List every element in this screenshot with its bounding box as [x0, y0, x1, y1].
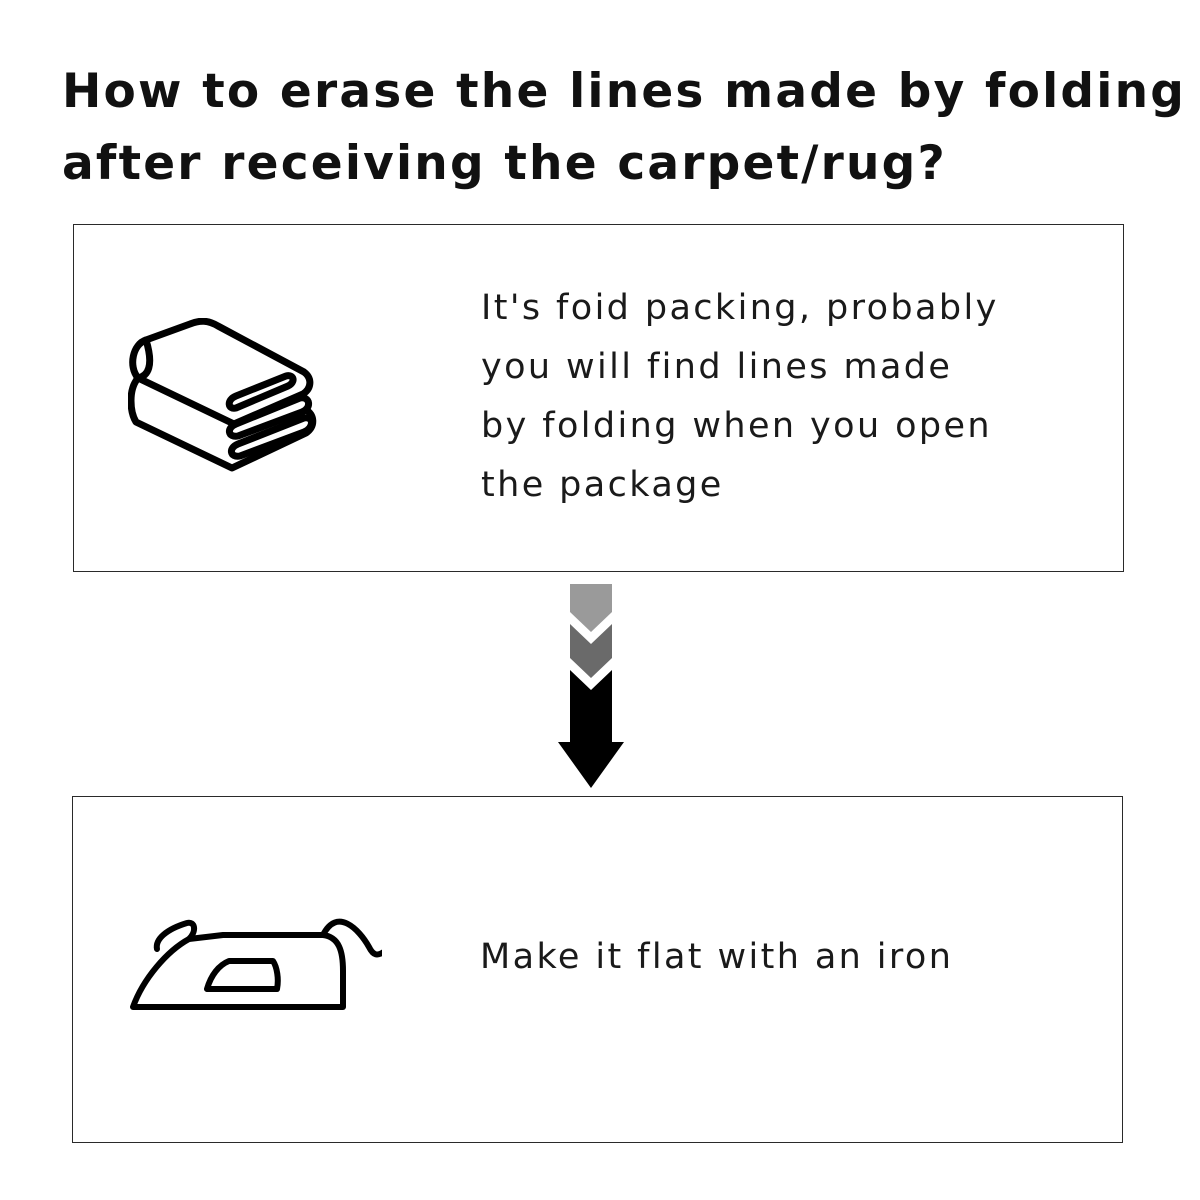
step-1-line: you will find lines made	[481, 347, 953, 387]
page-title: How to erase the lines made by folding a…	[62, 56, 1187, 200]
folded-towel-icon	[128, 318, 317, 472]
iron-icon	[130, 918, 382, 1010]
step-1-line: the package	[481, 465, 724, 505]
title-line-2: after receiving the carpet/rug?	[62, 136, 947, 191]
step-1-line: by folding when you open	[481, 406, 993, 446]
step-box-iron: Make it flat with an iron	[72, 796, 1123, 1143]
step-2-text: Make it flat with an iron	[480, 937, 954, 977]
arrow-head-dark	[558, 670, 624, 788]
chevron-light	[570, 584, 612, 632]
step-1-text: It's foid packing, probably you will fin…	[481, 279, 999, 515]
down-arrow-icon	[558, 584, 624, 788]
chevron-mid	[570, 624, 612, 678]
title-line-1: How to erase the lines made by folding	[62, 64, 1187, 119]
step-box-folded: It's foid packing, probably you will fin…	[73, 224, 1124, 572]
step-1-line: It's foid packing, probably	[481, 288, 999, 328]
